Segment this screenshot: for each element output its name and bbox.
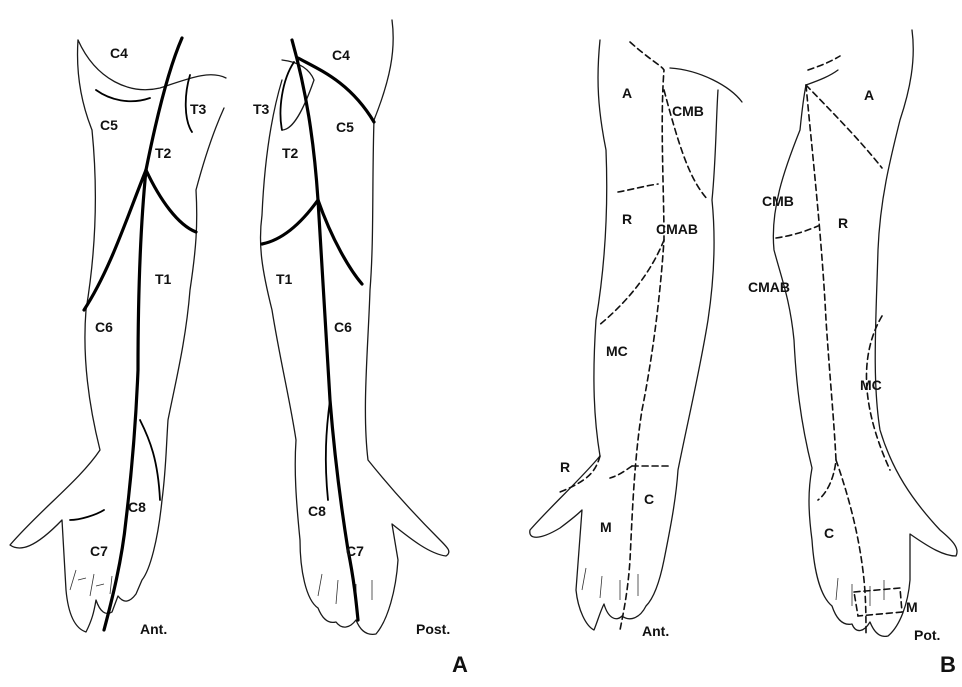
view-label-ant: Ant. <box>140 621 167 637</box>
panel-b-letter: B <box>940 652 956 677</box>
label-c7: C7 <box>346 543 364 559</box>
label-t3: T3 <box>253 101 270 117</box>
label-c4: C4 <box>110 45 128 61</box>
label-a: A <box>864 87 874 103</box>
view-label-ant: Ant. <box>642 623 669 639</box>
panel-a-anterior-arm <box>10 38 226 632</box>
panel-b-anterior-labels: A CMB R CMAB MC R C M Ant. <box>560 85 704 639</box>
label-c8: C8 <box>128 499 146 515</box>
label-mc: MC <box>606 343 628 359</box>
view-label-pot: Pot. <box>914 627 940 643</box>
view-label-post: Post. <box>416 621 450 637</box>
label-t1: T1 <box>276 271 293 287</box>
label-t2: T2 <box>282 145 299 161</box>
label-c4: C4 <box>332 47 350 63</box>
panel-a-posterior-labels: C4 T3 C5 T2 T1 C6 C8 C7 Post. <box>253 47 450 637</box>
label-c6: C6 <box>334 319 352 335</box>
label-mc: MC <box>860 377 882 393</box>
label-c8: C8 <box>308 503 326 519</box>
label-c: C <box>644 491 654 507</box>
label-c5: C5 <box>336 119 354 135</box>
label-cmb: CMB <box>762 193 794 209</box>
label-r: R <box>622 211 632 227</box>
panel-b-posterior-arm <box>773 30 957 636</box>
label-m: M <box>906 599 918 615</box>
label-r-wrist: R <box>560 459 570 475</box>
label-c: C <box>824 525 834 541</box>
label-a: A <box>622 85 632 101</box>
label-cmab: CMAB <box>656 221 698 237</box>
panel-a-anterior-labels: C4 C5 T3 T2 T1 C6 C8 C7 Ant. <box>90 45 207 637</box>
panel-b-posterior-labels: A CMB R CMAB MC C M Pot. <box>748 87 940 643</box>
panel-a-letter: A <box>452 652 468 677</box>
label-t3: T3 <box>190 101 207 117</box>
label-t2: T2 <box>155 145 172 161</box>
label-r: R <box>838 215 848 231</box>
label-c5: C5 <box>100 117 118 133</box>
label-cmb: CMB <box>672 103 704 119</box>
label-cmab: CMAB <box>748 279 790 295</box>
label-m: M <box>600 519 612 535</box>
panel-b-anterior-arm <box>530 40 742 630</box>
label-c7: C7 <box>90 543 108 559</box>
label-c6: C6 <box>95 319 113 335</box>
label-t1: T1 <box>155 271 172 287</box>
